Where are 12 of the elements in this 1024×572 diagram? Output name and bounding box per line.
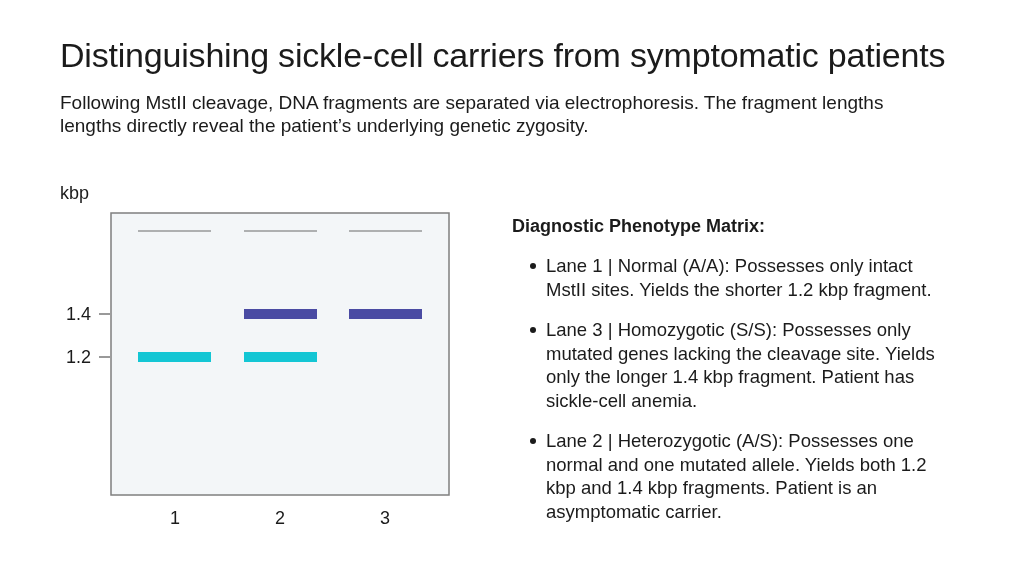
title-text: Distinguishing sickle-cell carriers from symptomatic patients: [60, 35, 946, 75]
lane-number: 1: [170, 507, 180, 529]
tick-label: 1.2: [65, 346, 91, 368]
lane-number: 2: [275, 507, 285, 529]
axis-unit-label: kbp: [60, 182, 90, 204]
list-item-text: Lane 2 | Heterozygotic (A/S): Possesses one normal and one mutated allele. Yields both 1.2 kbp and 1.4 kbp fragments. Patient is an asymptomatic carrier.: [546, 429, 928, 523]
list-heading: Diagnostic Phenotype Matrix:: [512, 215, 766, 237]
subtitle-text: Following MstII cleavage, DNA fragments are separated via electrophoresis. The fragment lengths lengths directly reveal the patient’s underlying genetic zygosity.: [60, 91, 885, 137]
list-item-text: Lane 3 | Homozygotic (S/S): Possesses only mutated genes lacking the cleavage site. Yields only the longer 1.4 kbp fragment. Patient has sickle-cell anemia.: [546, 318, 936, 412]
tick-label: 1.4: [65, 303, 91, 325]
list-item-text: Lane 1 | Normal (A/A): Possesses only intact MstII sites. Yields the shorter 1.2 kbp fragment.: [546, 254, 933, 301]
lane-number: 3: [380, 507, 390, 529]
